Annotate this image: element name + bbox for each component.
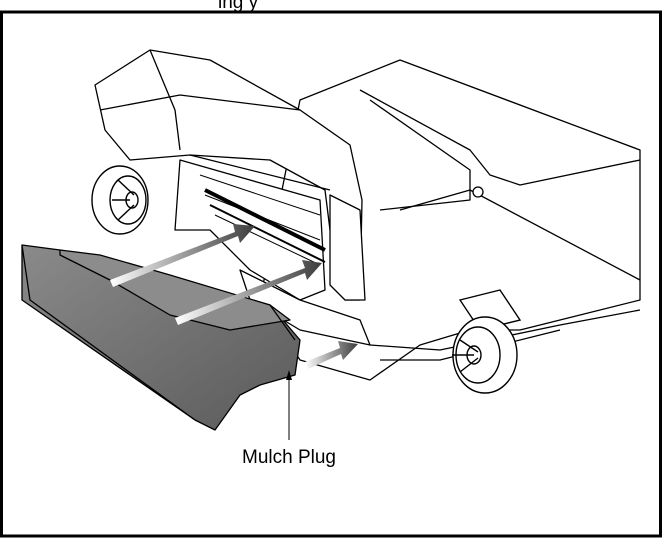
mulch-plug-label: Mulch Plug [242,447,336,468]
front-left-wheel [91,165,149,235]
top-caption-fragment: ing y [218,0,259,13]
mulch-plug [21,244,301,431]
rear-right-wheel [452,289,522,394]
arrow-middle [175,260,322,325]
insertion-arrows [110,224,358,369]
callout-arrowhead [286,370,292,380]
arrow-upper [110,224,255,287]
arrow-lower [305,341,358,369]
figure-border [0,10,662,538]
